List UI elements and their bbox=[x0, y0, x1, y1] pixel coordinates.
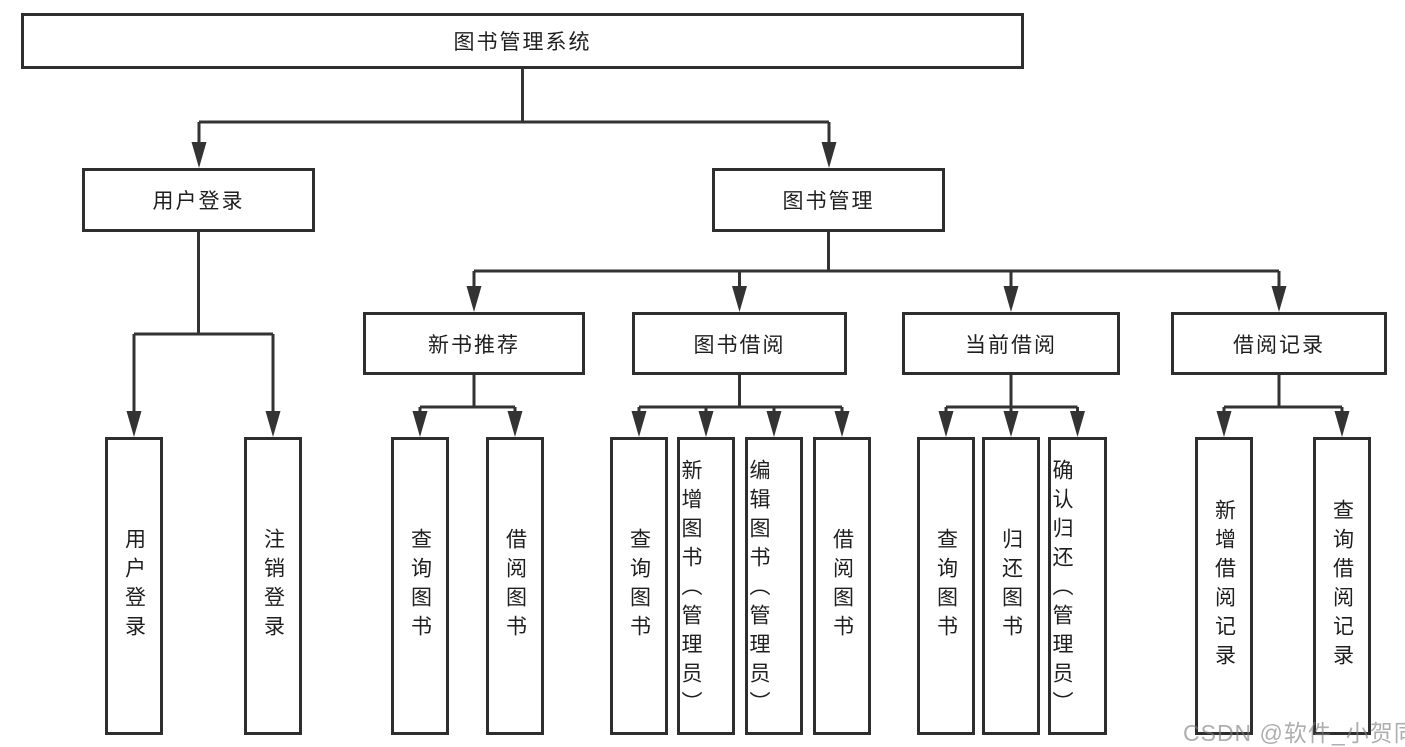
arrow-down-icon bbox=[412, 411, 428, 437]
node-new-book-recommend: 新书推荐 bbox=[363, 312, 585, 375]
leaf-borrow-book-2-label: 借阅图书 bbox=[830, 528, 854, 644]
leaf-query-borrow-record-label: 查询借阅记录 bbox=[1330, 499, 1354, 673]
leaf-user-login-label: 用户登录 bbox=[122, 528, 146, 644]
leaf-return-book-label: 归还图书 bbox=[999, 528, 1023, 644]
arrow-down-icon bbox=[732, 286, 747, 312]
arrow-down-icon bbox=[698, 411, 714, 437]
leaf-query-book-3: 查询图书 bbox=[917, 437, 975, 735]
arrow-down-icon bbox=[507, 411, 523, 437]
node-new-book-recommend-label: 新书推荐 bbox=[428, 333, 520, 357]
arrow-down-icon bbox=[265, 411, 281, 437]
arrow-down-icon bbox=[466, 286, 482, 312]
leaf-query-book-3-label: 查询图书 bbox=[934, 528, 958, 644]
arrow-down-icon bbox=[126, 411, 142, 437]
leaf-logout: 注销登录 bbox=[244, 437, 302, 735]
arrow-down-icon bbox=[631, 411, 647, 437]
leaf-query-book-2-label: 查询图书 bbox=[627, 528, 651, 644]
node-current-borrow-label: 当前借阅 bbox=[965, 333, 1057, 357]
leaf-add-book-admin-label: 新增图书（管理员） bbox=[679, 459, 702, 720]
arrow-down-icon bbox=[191, 142, 207, 168]
leaf-query-book-1: 查询图书 bbox=[391, 437, 449, 735]
arrow-down-icon bbox=[1070, 411, 1085, 437]
leaf-borrow-book-2: 借阅图书 bbox=[813, 437, 871, 735]
leaf-query-book-1-label: 查询图书 bbox=[408, 528, 432, 644]
node-book-borrow-label: 图书借阅 bbox=[693, 333, 786, 357]
arrow-down-icon bbox=[1216, 411, 1232, 437]
leaf-query-borrow-record: 查询借阅记录 bbox=[1313, 437, 1371, 735]
leaf-add-borrow-record-label: 新增借阅记录 bbox=[1212, 499, 1236, 673]
arrow-down-icon bbox=[1334, 411, 1350, 437]
leaf-add-borrow-record: 新增借阅记录 bbox=[1195, 437, 1253, 735]
leaf-edit-book-admin-label: 编辑图书（管理员） bbox=[747, 459, 770, 720]
node-root: 图书管理系统 bbox=[21, 13, 1024, 69]
node-borrow-records-label: 借阅记录 bbox=[1233, 333, 1325, 357]
node-book-management-label: 图书管理 bbox=[782, 190, 875, 213]
arrow-down-icon bbox=[821, 142, 837, 168]
leaf-borrow-book-1: 借阅图书 bbox=[486, 437, 544, 735]
leaf-user-login: 用户登录 bbox=[105, 437, 163, 735]
node-user-login: 用户登录 bbox=[82, 168, 315, 232]
arrowheads bbox=[126, 142, 1350, 437]
arrow-down-icon bbox=[938, 411, 954, 437]
arrow-down-icon bbox=[1003, 411, 1019, 437]
arrow-down-icon bbox=[766, 411, 782, 437]
leaf-return-book: 归还图书 bbox=[982, 437, 1040, 735]
arrow-down-icon bbox=[834, 411, 850, 437]
node-root-label: 图书管理系统 bbox=[453, 31, 592, 54]
leaf-confirm-return-admin: 确认归还（管理员） bbox=[1048, 437, 1107, 735]
node-borrow-records: 借阅记录 bbox=[1171, 312, 1387, 375]
leaf-logout-label: 注销登录 bbox=[261, 528, 285, 644]
node-current-borrow: 当前借阅 bbox=[902, 312, 1120, 375]
arrow-down-icon bbox=[1271, 286, 1287, 312]
arrow-down-icon bbox=[1003, 286, 1019, 312]
leaf-add-book-admin: 新增图书（管理员） bbox=[677, 437, 735, 735]
node-user-login-label: 用户登录 bbox=[152, 190, 245, 213]
node-book-borrow: 图书借阅 bbox=[632, 312, 847, 375]
leaf-confirm-return-admin-label: 确认归还（管理员） bbox=[1050, 459, 1073, 720]
leaf-query-book-2: 查询图书 bbox=[610, 437, 668, 735]
leaf-borrow-book-1-label: 借阅图书 bbox=[503, 528, 527, 644]
node-book-management: 图书管理 bbox=[712, 168, 945, 232]
leaf-edit-book-admin: 编辑图书（管理员） bbox=[745, 437, 803, 735]
